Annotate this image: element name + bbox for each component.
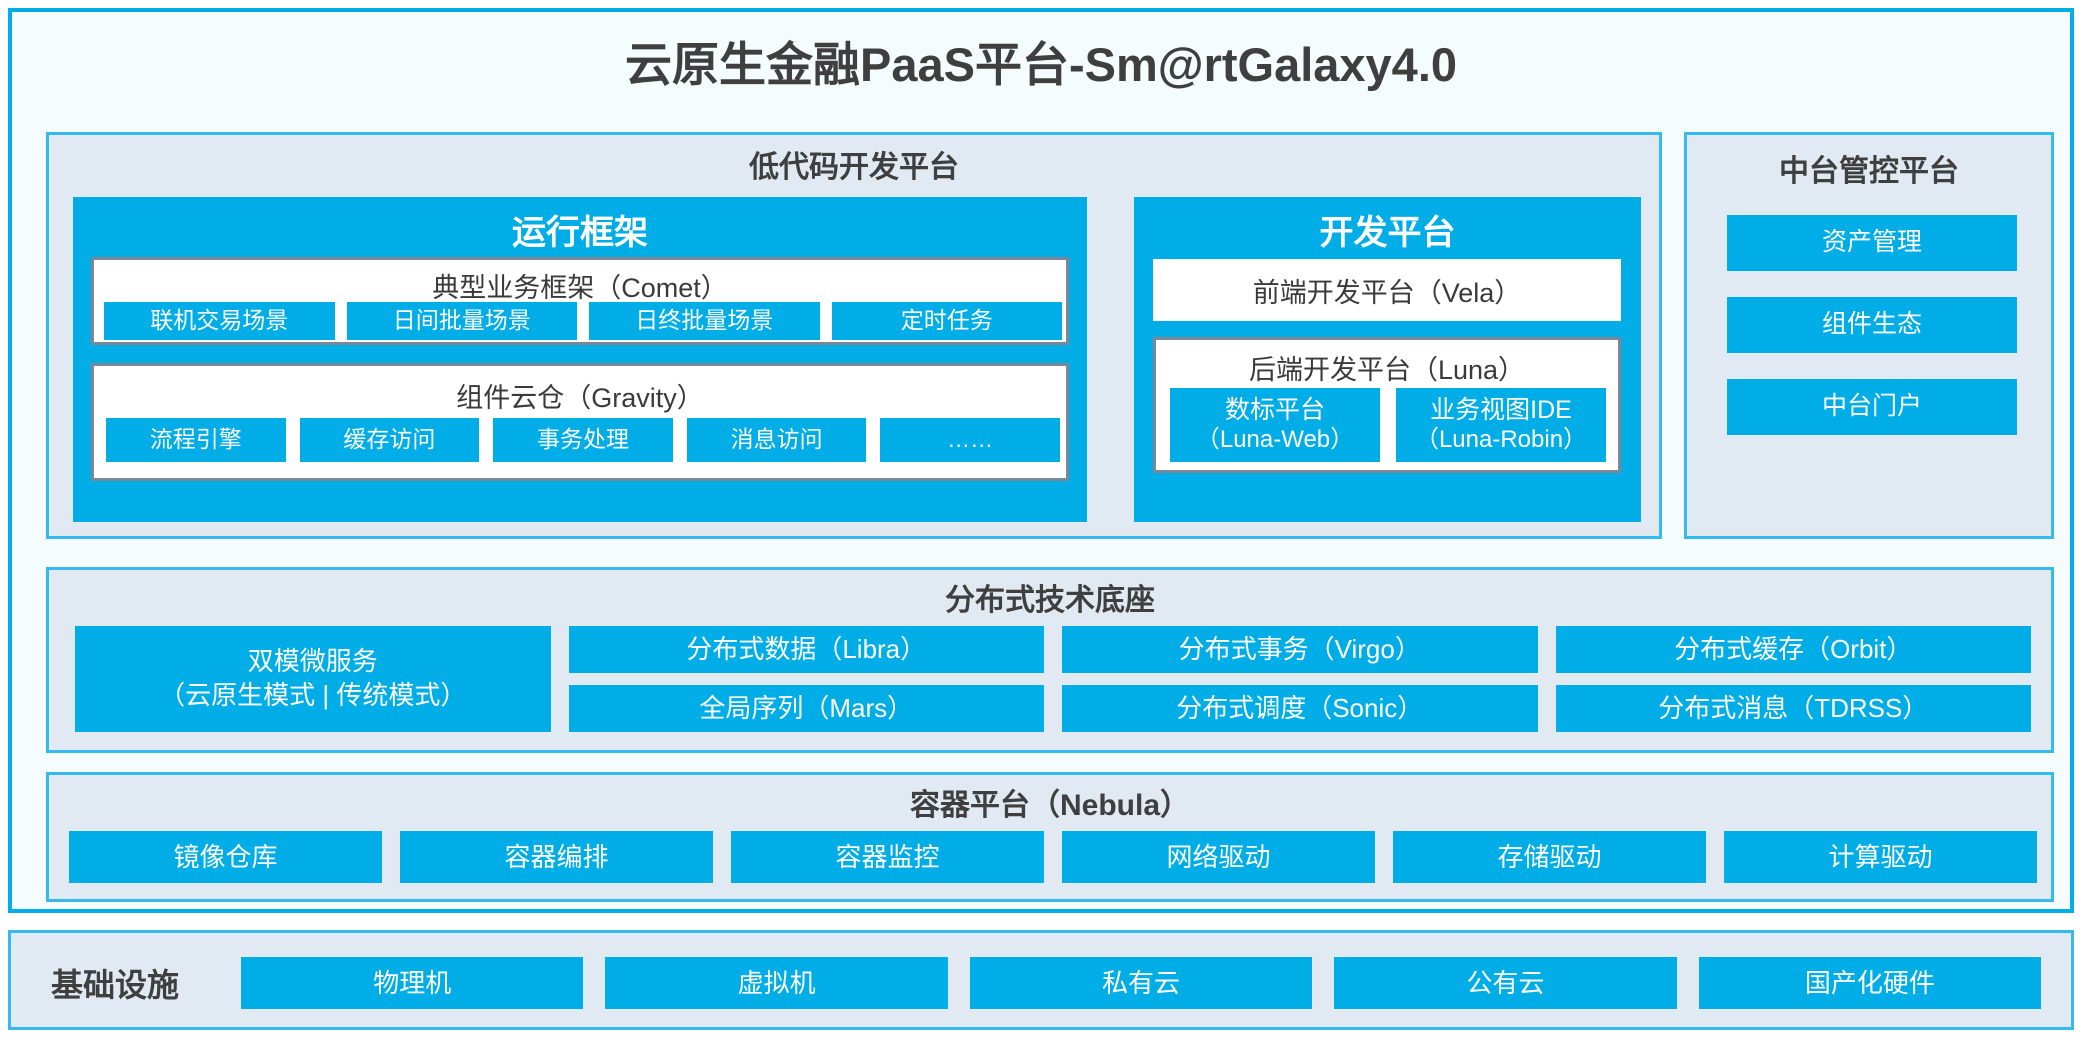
platform-frame: 云原生金融PaaS平台-Sm@rtGalaxy4.0 低代码开发平台 运行框架 …	[8, 8, 2074, 913]
container-item-monitoring[interactable]: 容器监控	[731, 831, 1044, 883]
low-code-platform-panel: 低代码开发平台 运行框架 典型业务框架（Comet） 联机交易场景 日间批量场景…	[46, 132, 1662, 539]
container-item-orchestration[interactable]: 容器编排	[400, 831, 713, 883]
container-item-storage-driver[interactable]: 存储驱动	[1393, 831, 1706, 883]
dual-mode-line2: （云原生模式 | 传统模式）	[159, 680, 467, 710]
runtime-framework-block: 运行框架 典型业务框架（Comet） 联机交易场景 日间批量场景 日终批量场景 …	[73, 197, 1087, 522]
container-platform-items: 镜像仓库 容器编排 容器监控 网络驱动 存储驱动 计算驱动	[69, 831, 2037, 883]
mid-platform-panel: 中台管控平台 资产管理 组件生态 中台门户	[1684, 132, 2054, 539]
mid-platform-items: 资产管理 组件生态 中台门户	[1727, 215, 2017, 461]
gravity-item-message-access[interactable]: 消息访问	[686, 418, 867, 462]
infra-item-physical-machine[interactable]: 物理机	[241, 957, 584, 1009]
infra-item-virtual-machine[interactable]: 虚拟机	[605, 957, 948, 1009]
luna-item-row: 数标平台 （Luna-Web） 业务视图IDE （Luna-Robin）	[1170, 388, 1606, 462]
container-item-compute-driver[interactable]: 计算驱动	[1724, 831, 2037, 883]
comet-item-row: 联机交易场景 日间批量场景 日终批量场景 定时任务	[104, 302, 1062, 340]
gravity-item-process-engine[interactable]: 流程引擎	[106, 418, 286, 462]
distributed-col-2: 分布式数据（Libra） 全局序列（Mars）	[568, 626, 1044, 732]
luna-web-label: 数标平台	[1224, 396, 1325, 425]
comet-item-scheduled-task[interactable]: 定时任务	[831, 302, 1062, 340]
infra-item-private-cloud[interactable]: 私有云	[969, 957, 1313, 1009]
infrastructure-label: 基础设施	[51, 967, 180, 1003]
comet-item-eod-batch[interactable]: 日终批量场景	[589, 302, 820, 340]
comet-group: 典型业务框架（Comet） 联机交易场景 日间批量场景 日终批量场景 定时任务	[91, 257, 1069, 345]
distributed-col-4: 分布式缓存（Orbit） 分布式消息（TDRSS）	[1555, 626, 2031, 732]
distributed-scheduling-sonic[interactable]: 分布式调度（Sonic）	[1062, 685, 1538, 732]
container-platform-panel: 容器平台（Nebula） 镜像仓库 容器编排 容器监控 网络驱动 存储驱动 计算…	[46, 772, 2054, 902]
infra-item-domestic-hardware[interactable]: 国产化硬件	[1698, 957, 2042, 1009]
dual-mode-line1: 双模微服务	[247, 646, 378, 677]
distributed-data-libra[interactable]: 分布式数据（Libra）	[568, 626, 1044, 673]
distributed-cache-orbit[interactable]: 分布式缓存（Orbit）	[1555, 626, 2031, 673]
gravity-group: 组件云仓（Gravity） 流程引擎 缓存访问 事务处理 消息访问 ……	[91, 363, 1069, 481]
mid-platform-item-component-ecosystem[interactable]: 组件生态	[1727, 297, 2017, 353]
container-platform-title: 容器平台（Nebula）	[909, 789, 1191, 822]
page-title: 云原生金融PaaS平台-Sm@rtGalaxy4.0	[624, 38, 1458, 91]
gravity-item-ellipsis[interactable]: ……	[880, 418, 1060, 462]
infra-item-public-cloud[interactable]: 公有云	[1334, 957, 1677, 1009]
infrastructure-panel: 基础设施 物理机 虚拟机 私有云 公有云 国产化硬件	[8, 930, 2074, 1030]
mid-platform-item-portal[interactable]: 中台门户	[1727, 379, 2017, 435]
luna-robin-code: （Luna-Robin）	[1414, 425, 1588, 453]
gravity-item-transaction-processing[interactable]: 事务处理	[493, 418, 673, 462]
comet-item-online-transaction[interactable]: 联机交易场景	[104, 302, 335, 340]
luna-group: 后端开发平台（Luna） 数标平台 （Luna-Web） 业务视图IDE （Lu…	[1153, 337, 1621, 473]
low-code-platform-title: 低代码开发平台	[749, 151, 959, 184]
luna-web-code: （Luna-Web）	[1195, 425, 1355, 453]
infrastructure-items: 物理机 虚拟机 私有云 公有云 国产化硬件	[241, 957, 2042, 1009]
container-item-network-driver[interactable]: 网络驱动	[1062, 831, 1375, 883]
distributed-base-panel: 分布式技术底座 双模微服务 （云原生模式 | 传统模式） 分布式数据（Libra…	[46, 567, 2054, 753]
dev-platform-title: 开发平台	[1134, 197, 1641, 255]
luna-robin-label: 业务视图IDE	[1430, 396, 1572, 425]
gravity-item-cache-access[interactable]: 缓存访问	[299, 418, 480, 462]
luna-item-data-standard-platform[interactable]: 数标平台 （Luna-Web）	[1170, 388, 1380, 462]
gravity-title: 组件云仓（Gravity）	[456, 383, 704, 413]
vela-frontend-dev-platform[interactable]: 前端开发平台（Vela）	[1153, 259, 1621, 321]
global-sequence-mars[interactable]: 全局序列（Mars）	[568, 685, 1044, 732]
mid-platform-item-asset-management[interactable]: 资产管理	[1727, 215, 2017, 271]
distributed-message-tdrss[interactable]: 分布式消息（TDRSS）	[1555, 685, 2031, 732]
distributed-transaction-virgo[interactable]: 分布式事务（Virgo）	[1062, 626, 1538, 673]
luna-item-business-view-ide[interactable]: 业务视图IDE （Luna-Robin）	[1396, 388, 1606, 462]
gravity-item-row: 流程引擎 缓存访问 事务处理 消息访问 ……	[106, 418, 1060, 462]
dev-platform-block: 开发平台 前端开发平台（Vela） 后端开发平台（Luna） 数标平台 （Lun…	[1134, 197, 1641, 522]
luna-title: 后端开发平台（Luna）	[1248, 355, 1526, 385]
container-item-image-repository[interactable]: 镜像仓库	[69, 831, 382, 883]
comet-item-intraday-batch[interactable]: 日间批量场景	[346, 302, 577, 340]
runtime-framework-title: 运行框架	[73, 197, 1087, 255]
mid-platform-title: 中台管控平台	[1779, 155, 1959, 188]
distributed-base-grid: 双模微服务 （云原生模式 | 传统模式） 分布式数据（Libra） 全局序列（M…	[75, 626, 2031, 732]
comet-title: 典型业务框架（Comet）	[432, 273, 728, 303]
dual-mode-microservice[interactable]: 双模微服务 （云原生模式 | 传统模式）	[75, 626, 551, 732]
distributed-col-3: 分布式事务（Virgo） 分布式调度（Sonic）	[1062, 626, 1538, 732]
distributed-base-title: 分布式技术底座	[945, 584, 1155, 617]
